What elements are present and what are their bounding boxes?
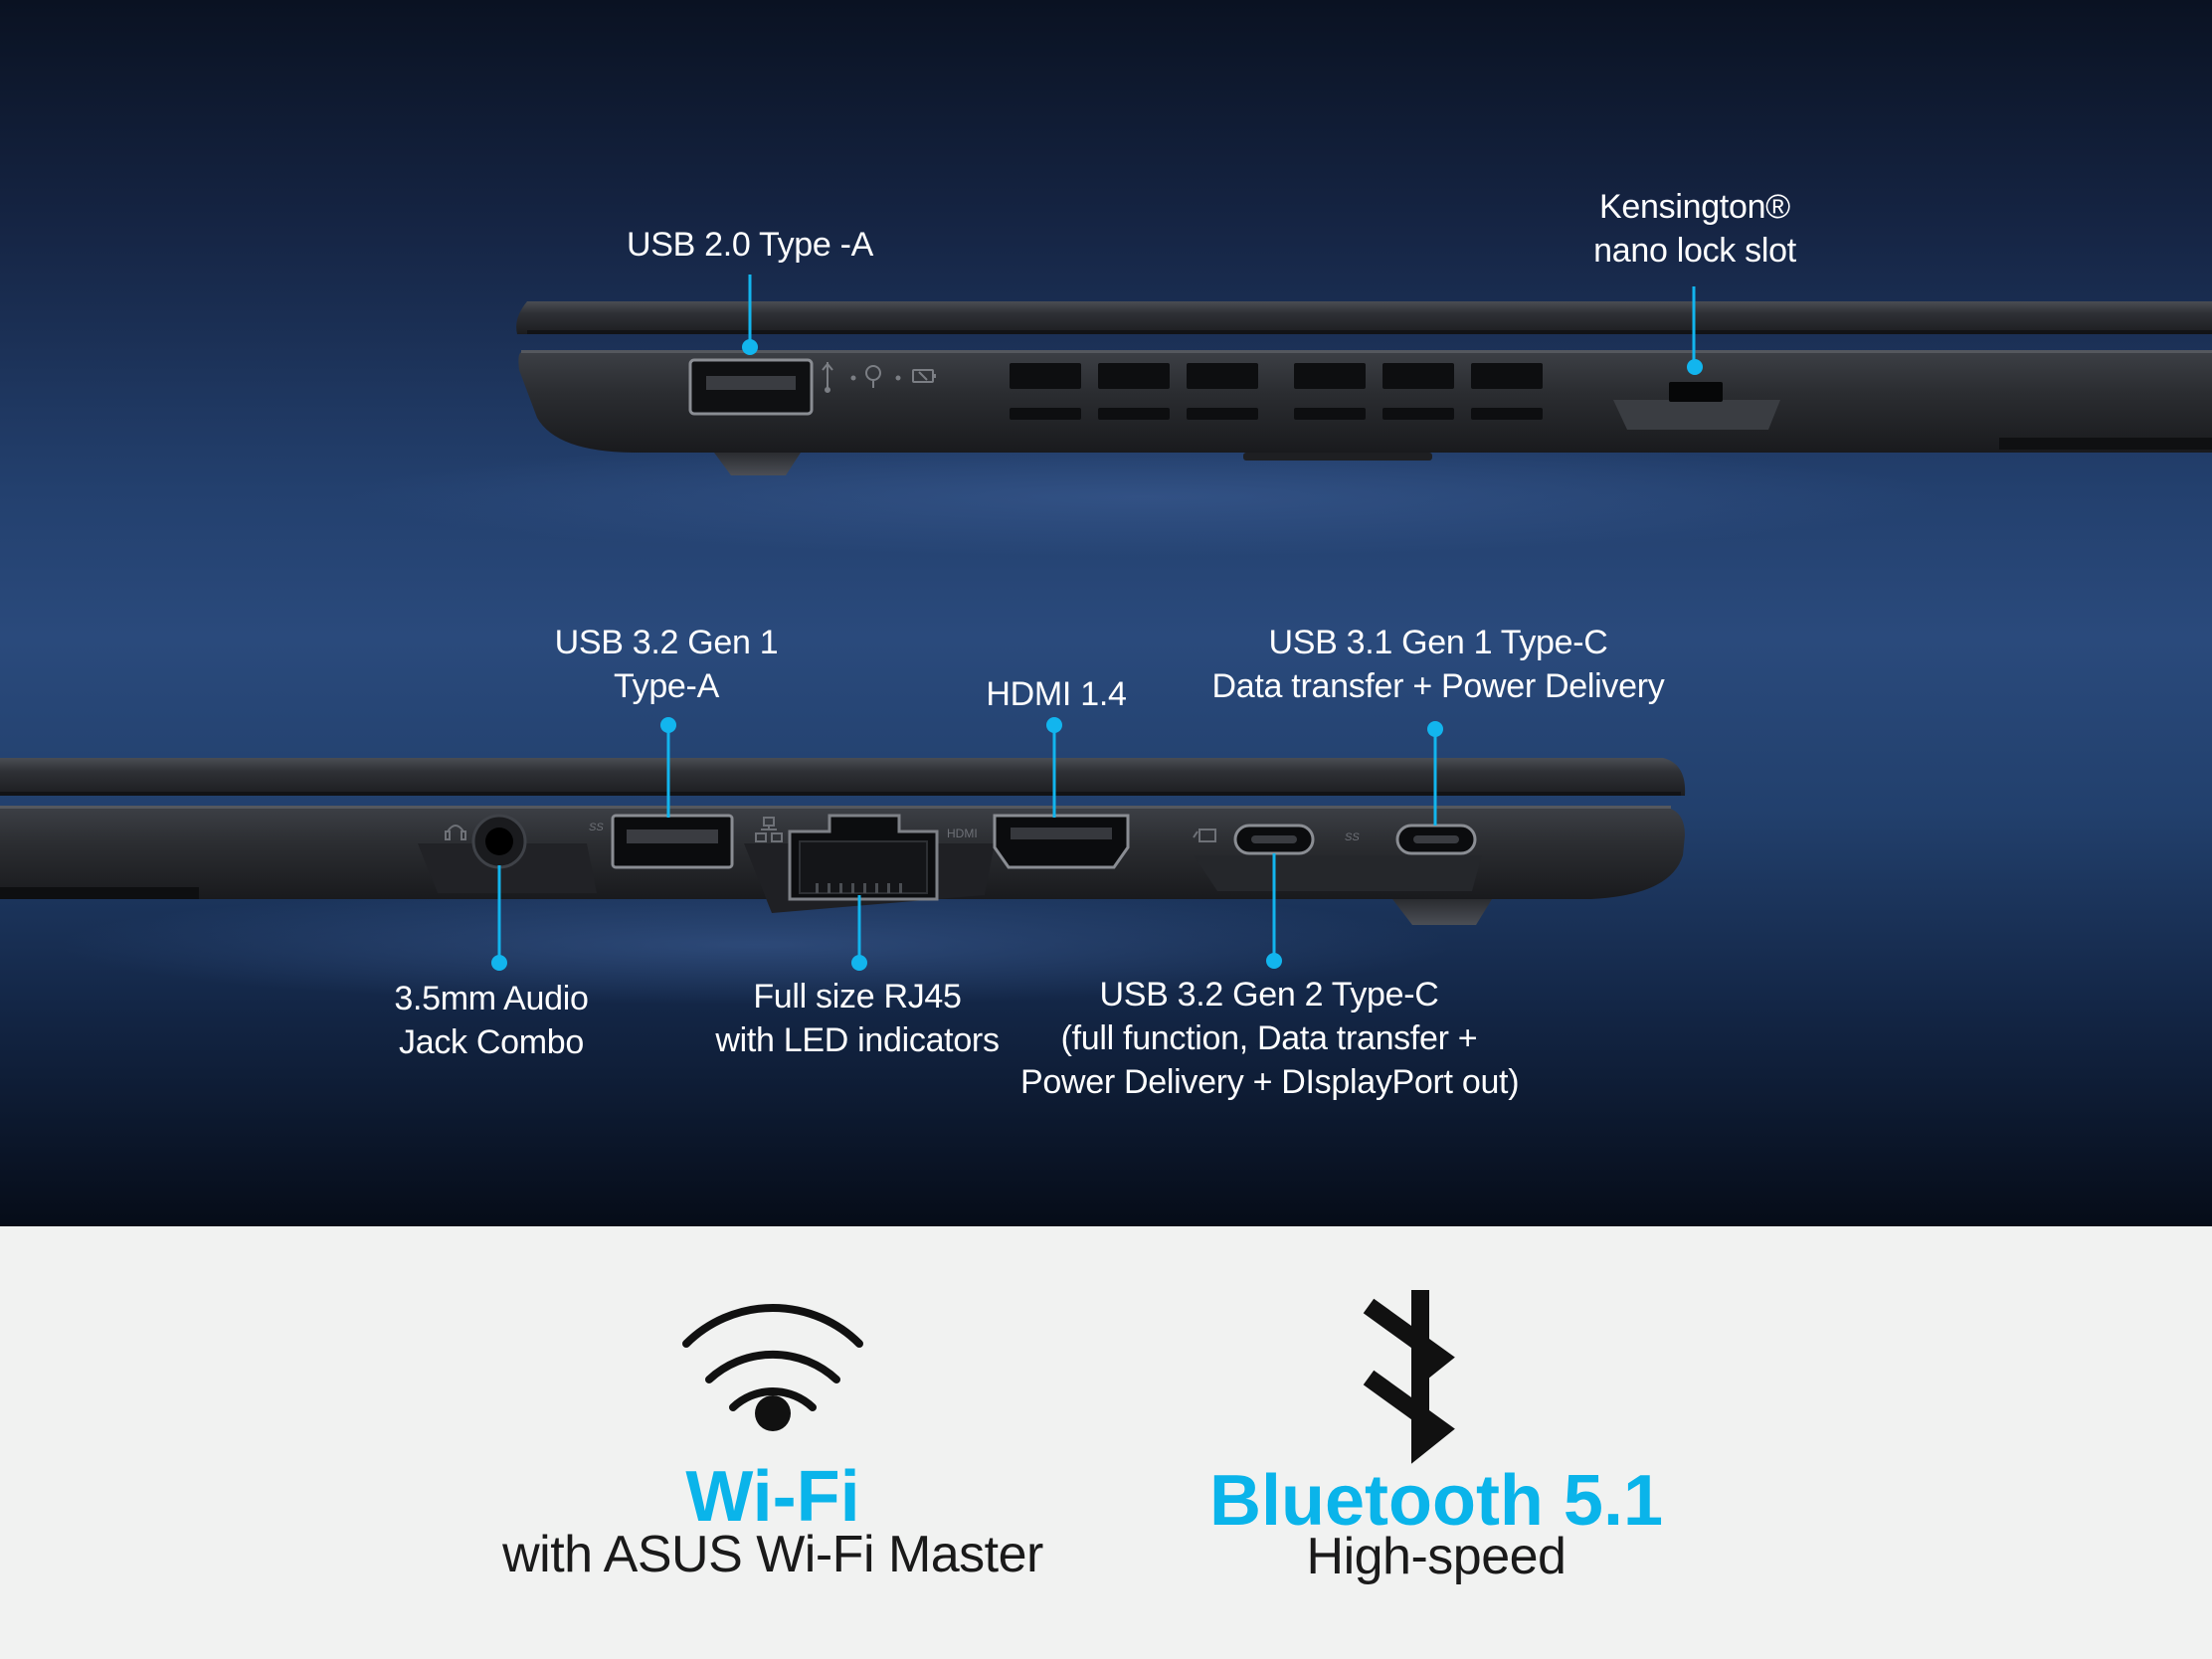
bluetooth-title: Bluetooth 5.1 xyxy=(1208,1461,1663,1541)
power-light-indicator xyxy=(850,375,856,381)
usb-3-2-port xyxy=(611,814,734,869)
bluetooth-icon xyxy=(1363,1290,1455,1464)
callout-usb-c-gen1 xyxy=(1427,721,1443,826)
laptop-illustrations: SS xyxy=(0,275,2212,1005)
wifi-icon xyxy=(682,1304,863,1431)
label-hdmi: HDMI 1.4 xyxy=(986,675,1127,713)
power-light-icon xyxy=(865,365,881,388)
laptop-base xyxy=(518,352,2212,453)
label-kensington: Kensington® nano lock slot xyxy=(1593,188,1796,270)
headset-icon xyxy=(445,825,466,840)
feature-icons xyxy=(682,1290,1455,1464)
laptop-right-side: SS xyxy=(0,758,1686,925)
label-rj45: Full size RJ45 with LED indicators xyxy=(715,978,1000,1059)
callout-audio-jack xyxy=(491,865,507,971)
wifi-subtitle: with ASUS Wi-Fi Master xyxy=(502,1526,1043,1583)
ss-usb-icon: SS xyxy=(589,822,604,833)
rear-vents-left xyxy=(1999,438,2212,450)
battery-light-indicator xyxy=(895,375,901,381)
label-usb-3-2-gen1-type-a: USB 3.2 Gen 1 Type-A xyxy=(554,624,779,705)
audio-jack-port xyxy=(471,814,527,869)
cooling-vents-left xyxy=(1010,363,1543,420)
callout-usb-c-gen2 xyxy=(1266,853,1282,969)
callout-kensington xyxy=(1687,286,1703,375)
rear-vents-right xyxy=(0,887,199,899)
kensington-slot xyxy=(1613,382,1780,430)
usb-c-gen2-port xyxy=(1233,824,1315,855)
wifi-title: Wi-Fi xyxy=(685,1457,860,1537)
callout-usb-3-2-type-a xyxy=(660,717,676,818)
label-usb-3-2-gen2-type-c: USB 3.2 Gen 2 Type-C (full function, Dat… xyxy=(1020,976,1520,1101)
bluetooth-subtitle: High-speed xyxy=(1306,1528,1567,1585)
label-audio-jack: 3.5mm Audio Jack Combo xyxy=(394,980,589,1061)
network-icon xyxy=(755,817,783,842)
ss-usb-power-icon: SS xyxy=(1345,831,1360,843)
callout-usb-2 xyxy=(742,275,758,355)
usb-icon xyxy=(822,362,833,393)
callout-rj45 xyxy=(851,895,867,971)
hdmi-port xyxy=(993,814,1130,869)
rj45-port xyxy=(788,814,939,901)
laptop-foot xyxy=(714,453,801,475)
bottom-laptop-reflection xyxy=(60,885,1452,1005)
laptop-lid xyxy=(0,758,1686,796)
laptop-lid xyxy=(516,301,2212,334)
usb-2-port xyxy=(688,358,814,416)
hdmi-icon: HDMI xyxy=(947,827,978,840)
callout-hdmi xyxy=(1046,717,1062,818)
label-usb-2-type-a: USB 2.0 Type -A xyxy=(626,226,874,264)
display-port-icon xyxy=(1193,829,1216,842)
laptop-left-side xyxy=(516,301,2212,475)
battery-light-icon xyxy=(912,369,936,383)
label-usb-3-1-gen1-type-c: USB 3.1 Gen 1 Type-C Data transfer + Pow… xyxy=(1211,624,1665,705)
laptop-foot xyxy=(1392,899,1492,925)
top-laptop-reflection xyxy=(348,438,1939,557)
ports-panel: SS xyxy=(0,0,2212,1226)
usb-c-gen1-port xyxy=(1395,824,1477,855)
connectivity-panel: Wi-Fi with ASUS Wi-Fi Master Bluetooth 5… xyxy=(0,1226,2212,1659)
